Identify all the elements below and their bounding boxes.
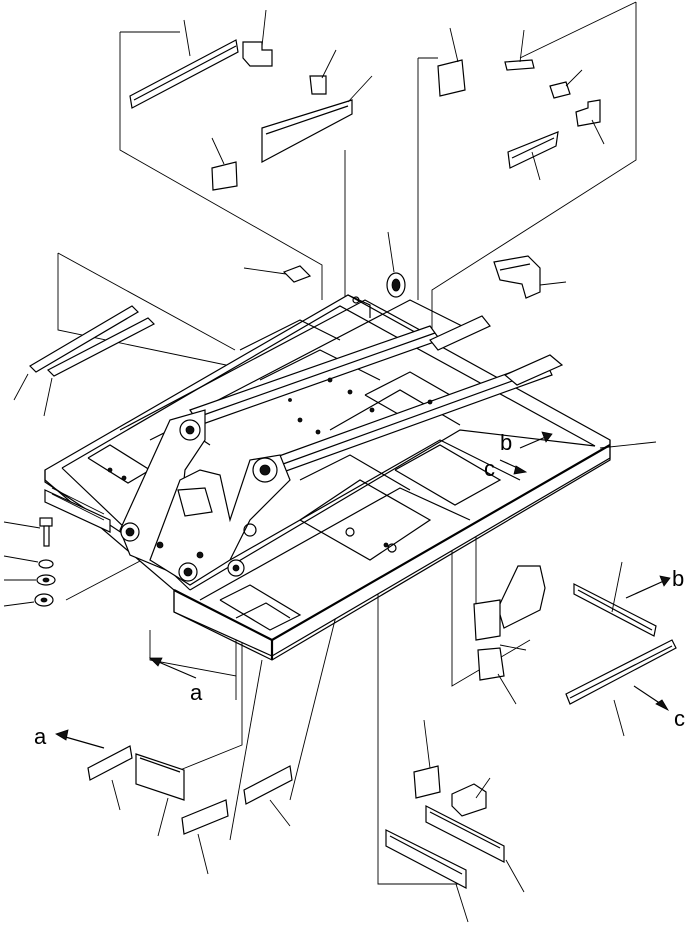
part-flap-right	[473, 565, 546, 651]
part-wedge-plate-top	[261, 75, 373, 163]
part-long-strip-c	[565, 639, 677, 737]
arrow-c-right-line	[633, 685, 670, 711]
part-pad-bottom-right-1	[413, 719, 441, 799]
part-bolt-washers	[3, 517, 56, 607]
part-plate-bottom-right	[425, 805, 525, 893]
part-pad-right-lower	[477, 647, 517, 705]
label-c-frame: c	[484, 456, 495, 481]
part-small-block-top	[242, 9, 273, 67]
label-a-frame: a	[190, 680, 203, 705]
part-pad-bottom-right-2	[451, 777, 491, 817]
part-pad-bottom-center	[181, 799, 229, 875]
part-long-strip-top-left	[129, 19, 239, 109]
group-outline-left	[57, 252, 251, 371]
part-strip-top-right	[504, 29, 535, 71]
part-long-plate-bottom-right	[385, 829, 469, 923]
arrow-a-left	[55, 729, 105, 749]
arrow-c-frame-line	[499, 459, 528, 475]
leader-frame-right	[599, 441, 657, 449]
group-outline-bottom-left	[149, 599, 341, 841]
part-ring-bushing	[386, 231, 406, 298]
part-small-pad-top	[309, 49, 337, 95]
arrow-a-frame	[149, 657, 197, 679]
part-pad-top-right	[437, 27, 466, 97]
arrow-b-right-line	[625, 575, 671, 599]
boom-assembly	[119, 409, 291, 586]
label-a-left: a	[34, 724, 47, 749]
part-plate-bottom-a	[135, 753, 185, 837]
group-outline-top-left	[119, 31, 346, 300]
arrow-b-frame-line	[519, 431, 553, 449]
part-pad-bottom-mid	[243, 765, 293, 827]
label-b-frame: b	[500, 430, 512, 455]
part-strip-left-pair	[13, 305, 156, 417]
part-small-pad-right	[549, 69, 583, 99]
part-bracket-right	[575, 99, 605, 145]
label-c-right: c	[674, 706, 685, 731]
part-pad-left	[211, 137, 238, 191]
label-b-right: b	[672, 566, 684, 591]
part-wedge-right	[507, 131, 559, 181]
part-pad-bottom-a	[87, 745, 133, 811]
group-outline-top-right	[417, 1, 637, 340]
part-diamond-plate	[243, 265, 312, 283]
part-long-strip-b	[573, 561, 657, 637]
part-bracket-block	[493, 255, 567, 299]
